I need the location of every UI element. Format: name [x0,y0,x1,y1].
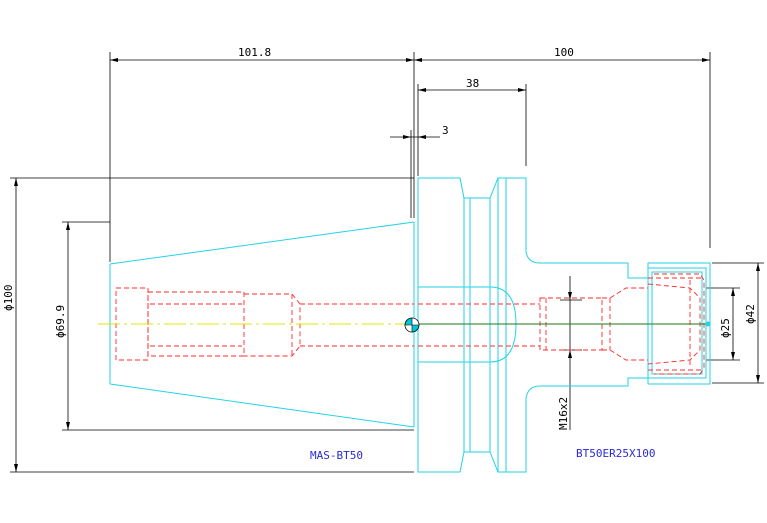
center-lines [98,317,711,333]
part-outline [109,177,711,473]
dim-38: 38 [466,77,479,90]
dim-3: 3 [442,124,449,137]
dim-101-8: 101.8 [238,46,271,59]
part-labels: MAS-BT50 BT50ER25X100 [310,447,655,462]
label-mas-bt50: MAS-BT50 [310,449,363,462]
dim-thread-m16x2: M16x2 [557,397,570,430]
dim-phi-100: ϕ100 [2,285,15,312]
dimension-lines [10,52,764,473]
dim-100-length: 100 [554,46,574,59]
label-bt50er25x100: BT50ER25X100 [576,447,655,460]
dimension-text: 101.8 100 38 3 ϕ100 ϕ69.9 ϕ42 ϕ25 M16x2 [2,46,757,430]
dim-phi-42: ϕ42 [744,304,757,324]
dim-phi-69-9: ϕ69.9 [54,305,67,338]
dim-phi-25: ϕ25 [719,318,732,338]
